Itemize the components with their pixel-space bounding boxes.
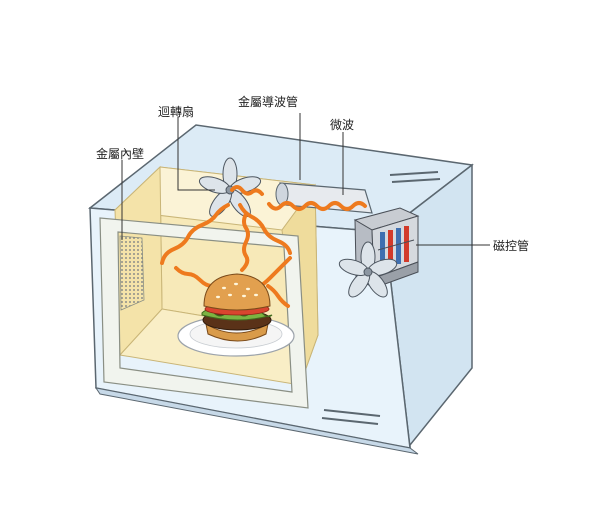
leader-lines bbox=[121, 113, 490, 246]
door-frame bbox=[99, 217, 309, 409]
bottom-slots bbox=[321, 409, 381, 425]
label-magnetron: 磁控管 bbox=[493, 238, 529, 253]
top-vents bbox=[389, 171, 441, 183]
label-waveguide: 金屬導波管 bbox=[238, 94, 298, 109]
hamburger-icon bbox=[201, 273, 273, 342]
cooling-fan-icon bbox=[338, 241, 398, 298]
label-metal-wall: 金屬內壁 bbox=[96, 146, 144, 161]
label-microwaves: 微波 bbox=[330, 118, 354, 132]
metal-wall-perforation bbox=[119, 235, 145, 311]
label-stirrer-fan: 迴轉扇 bbox=[158, 104, 194, 119]
